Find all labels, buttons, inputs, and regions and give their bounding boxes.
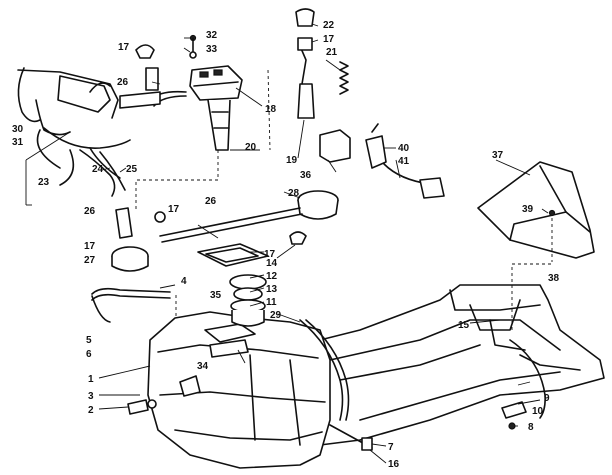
callout-38: 38 [548,273,560,284]
callout-labels: 1 2 3 4 5 6 7 8 9 10 11 12 13 14 15 16 1… [12,20,560,470]
fuel-hose-center [159,207,301,237]
filter-sleeve [319,129,351,163]
callout-8: 8 [528,422,534,433]
callout-17-mid: 17 [168,204,180,215]
callout-17-right: 17 [264,249,276,260]
filler-neck-stack [197,243,269,327]
callout-17-filter: 17 [323,34,335,45]
tank-mount-bolts [127,375,201,415]
callout-27: 27 [84,255,96,266]
callout-25: 25 [126,164,138,175]
callout-19: 19 [286,155,298,166]
wiring-harness [79,147,126,197]
callout-18: 18 [265,104,277,115]
callout-3: 3 [88,391,94,402]
callout-9: 9 [544,393,550,404]
callout-15: 15 [458,320,470,331]
callout-21: 21 [326,47,338,58]
callout-35: 35 [210,290,222,301]
callout-33: 33 [206,44,218,55]
callout-39: 39 [522,204,534,215]
leader-lines [25,23,549,464]
callout-26-top: 26 [117,77,129,88]
callout-11: 11 [266,297,277,308]
callout-17-left: 17 [84,241,96,252]
callout-41: 41 [398,156,410,167]
callout-32: 32 [206,30,218,41]
callout-17-top: 17 [118,42,130,53]
primer-pump-right [297,190,339,220]
callout-40: 40 [398,143,410,154]
callout-36: 36 [300,170,312,181]
callout-22: 22 [323,20,335,31]
callout-14: 14 [266,258,278,269]
right-hardware [501,401,527,430]
callout-29: 29 [270,310,282,321]
callout-12: 12 [266,271,278,282]
fuel-tank [147,311,331,469]
callout-28: 28 [288,188,300,199]
callout-5: 5 [86,335,92,346]
console-shroud [477,161,595,259]
breather-hose [91,287,171,323]
callout-31: 31 [12,137,24,148]
callout-1: 1 [88,374,94,385]
callout-23: 23 [38,177,50,188]
callout-6: 6 [86,349,92,360]
callout-20: 20 [245,142,257,153]
return-spring [339,61,349,95]
fuel-filter [295,8,315,119]
callout-7: 7 [388,442,394,453]
hose-clamp [135,44,155,59]
callout-26-mid: 26 [205,196,217,207]
primer-pump-left [111,207,149,272]
callout-34: 34 [197,361,209,372]
callout-4: 4 [181,276,187,287]
callout-24: 24 [92,164,104,175]
callout-2: 2 [88,405,94,416]
callout-16: 16 [388,459,400,470]
callout-30: 30 [12,124,24,135]
chassis-tunnel [299,284,605,446]
choke-switch [365,123,445,199]
callout-26-left: 26 [84,206,96,217]
throttle-cable-assembly [17,67,131,186]
callout-10: 10 [532,406,544,417]
vent-hose [509,339,546,419]
callout-37: 37 [492,150,504,161]
callout-13: 13 [266,284,278,295]
fuel-line [299,319,344,421]
fuel-pump-bracket [119,34,243,151]
